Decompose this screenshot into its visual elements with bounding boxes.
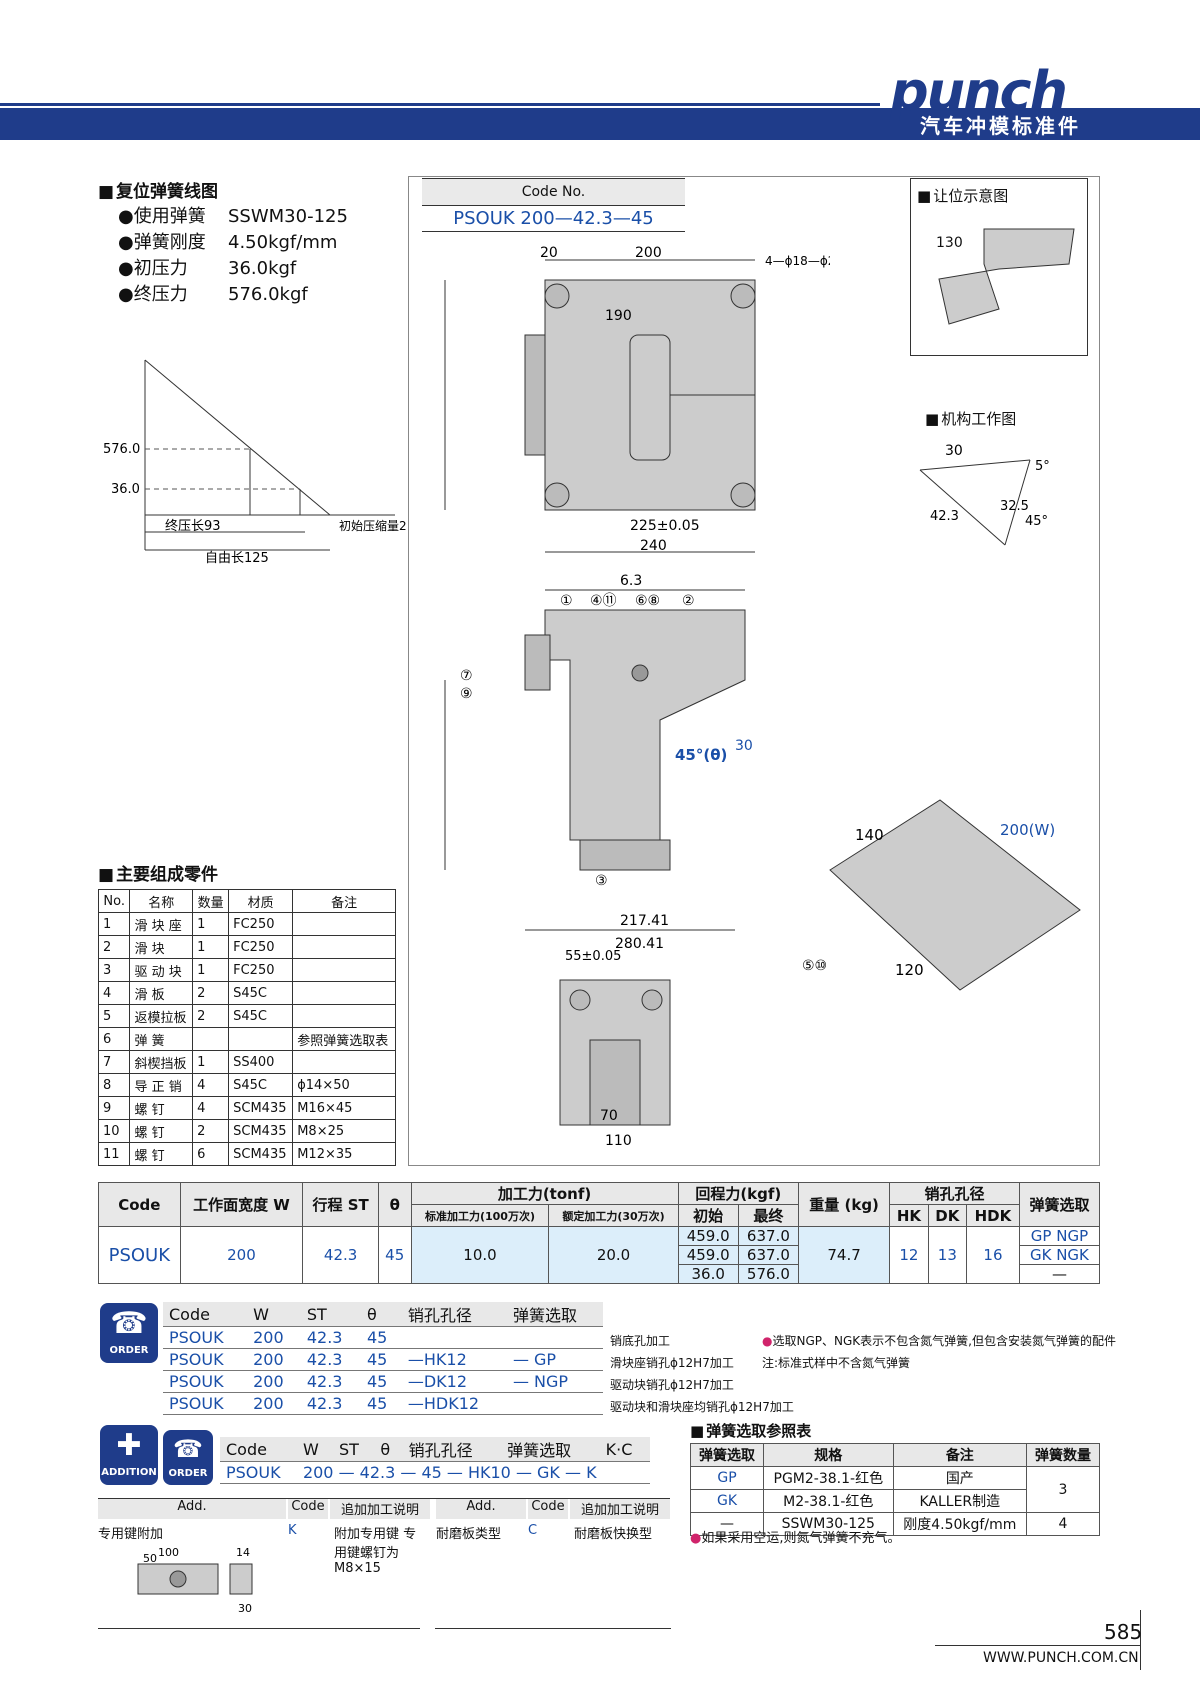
svg-text:200(W): 200(W)	[1000, 821, 1055, 839]
footer-line	[935, 1645, 1140, 1646]
callout-1: ①	[560, 593, 573, 609]
divider	[435, 1628, 671, 1629]
code-no-value: PSOUK 200—42.3—45	[422, 206, 685, 232]
dim-240: 240	[640, 538, 667, 554]
svg-text:45°: 45°	[1025, 514, 1048, 529]
order-warnings: ●选取NGP、NGK表示不包含氮气弹簧,但包含安装氮气弹簧的配件 注:标准式样中…	[762, 1334, 1116, 1370]
dim-217: 217.41	[620, 913, 669, 929]
dim-theta: 30	[735, 738, 753, 754]
graph-label-initial: 初始压缩量2	[339, 518, 407, 533]
callout-4-11: ④⑪	[590, 593, 617, 609]
clearance-box: 让位示意图 130	[910, 178, 1088, 356]
drawing-frame	[408, 176, 1100, 1166]
svg-text:30: 30	[238, 1602, 252, 1615]
technical-drawing: 20 200 4—ϕ18—ϕ26 190 225±0.05 240 6.3 21…	[444, 245, 830, 1149]
callout-2: ②	[682, 593, 695, 609]
dim-190: 190	[605, 308, 632, 324]
mechanism-diagram: 30 5° 32.5 45° 42.3	[919, 443, 1050, 546]
spring-graph: 576.0 36.0 终压长93 初始压缩量2 自由长125	[103, 359, 407, 565]
dim-st: 45°(θ)	[675, 746, 727, 764]
addition-detail: Add. Code 追加加工说明 Add. Code 追加加工说明 专用键附加 …	[98, 1498, 670, 1628]
dim-holes: 4—ϕ18—ϕ26	[765, 254, 830, 268]
header-line	[0, 103, 880, 106]
divider	[98, 1628, 420, 1629]
footer-divider	[1140, 1610, 1141, 1670]
graph-label-free: 自由长125	[205, 551, 269, 565]
svg-text:14: 14	[236, 1546, 250, 1559]
parts-title: 主要组成零件	[98, 860, 218, 885]
addition-icon: ✚ADDITION	[100, 1425, 158, 1485]
dim-110: 110	[605, 1133, 632, 1149]
header-band	[0, 108, 1200, 140]
key-diagram: 100 50 14 30	[137, 1546, 253, 1615]
width-diagram: 140 200(W) 120 ⑤⑩	[802, 799, 1081, 991]
spring-ref-warning: ●如果采用空运,则氮气弹簧不充气。	[690, 1531, 901, 1546]
dim-20: 20	[540, 245, 558, 261]
svg-text:50: 50	[143, 1552, 157, 1565]
callout-6-8: ⑥⑧	[635, 593, 660, 609]
spring-title: 复位弹簧线图	[98, 177, 218, 202]
spring-ref-title: 弹簧选取参照表	[690, 1420, 811, 1441]
svg-text:32.5: 32.5	[1000, 499, 1029, 514]
callout-7: ⑦	[460, 668, 473, 684]
order-icon: ☎ORDER	[100, 1303, 158, 1363]
callout-9: ⑨	[460, 686, 473, 702]
brand-tagline: 汽车冲模标准件	[920, 114, 1081, 138]
footer-url: WWW.PUNCH.COM.CN	[983, 1650, 1139, 1666]
svg-text:100: 100	[158, 1546, 179, 1559]
svg-text:140: 140	[855, 826, 884, 844]
dim-280: 280.41	[615, 936, 664, 952]
svg-text:5°: 5°	[1035, 459, 1050, 474]
mechanism-title: 机构工作图	[925, 408, 1016, 429]
dim-247: 6.3	[620, 573, 642, 589]
svg-text:30: 30	[945, 443, 963, 459]
svg-text:42.3: 42.3	[930, 509, 959, 524]
clearance-title: 让位示意图	[917, 185, 1008, 206]
dim-70: 70	[600, 1108, 618, 1124]
code-no-label: Code No.	[422, 178, 685, 206]
order-icon-small: ☎ORDER	[163, 1430, 213, 1485]
clearance-dim: 130	[936, 235, 963, 251]
order-notes: 销底孔加工滑块座销孔ϕ12H7加工驱动块销孔ϕ12H7加工驱动块和滑块座均销孔ϕ…	[610, 1334, 794, 1414]
callout-3: ③	[595, 873, 608, 889]
svg-text:120: 120	[895, 961, 924, 979]
svg-text:⑤⑩: ⑤⑩	[802, 958, 827, 974]
dim-225: 225±0.05	[630, 518, 700, 534]
dim-200: 200	[635, 245, 662, 261]
graph-y-576: 576.0	[103, 442, 140, 457]
brand-name: punch	[890, 60, 1068, 123]
graph-label-final: 终压长93	[165, 518, 221, 534]
graph-y-36: 36.0	[111, 482, 140, 497]
dim-55: 55±0.05	[565, 949, 621, 964]
brand-logo: punch 汽车冲模标准件	[880, 60, 1200, 142]
page-number: 585	[1104, 1620, 1143, 1644]
